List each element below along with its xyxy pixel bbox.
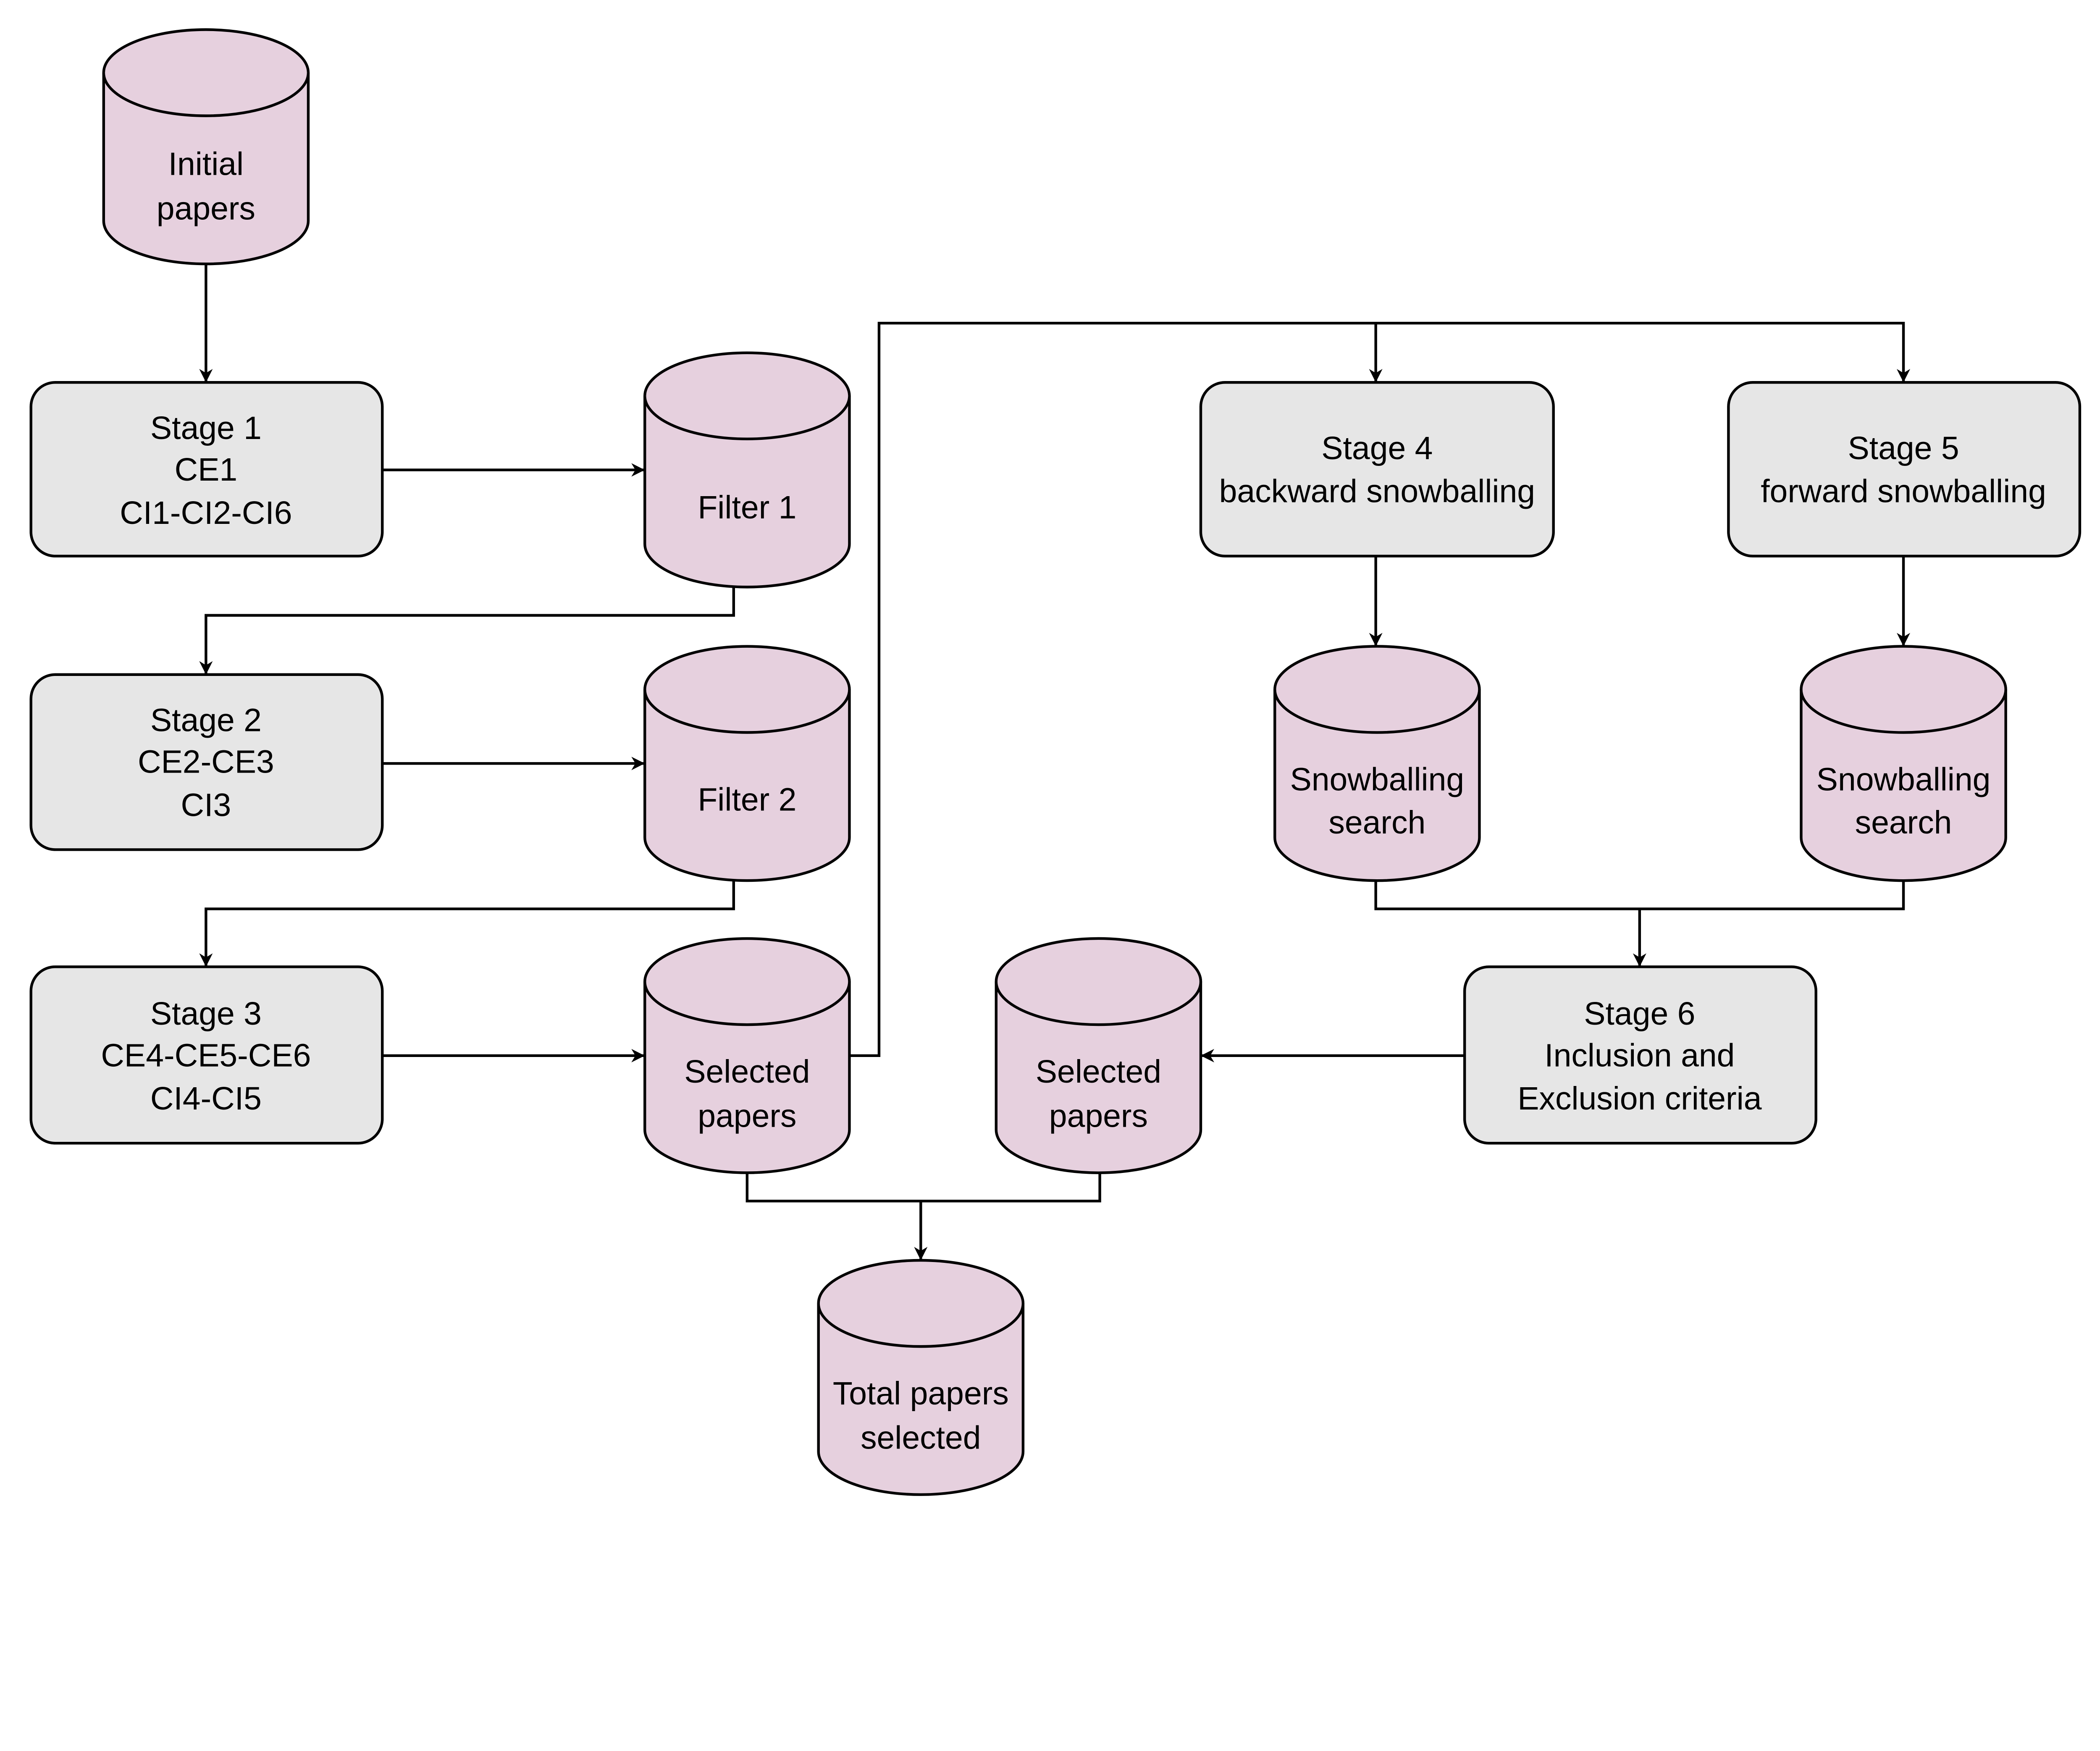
node-label: papers [1049,1098,1148,1134]
node-label: Initial [168,146,244,182]
edge-selected-join [746,1173,1101,1203]
stage-2-box: Stage 2 CE2-CE3 CI3 [29,673,384,851]
edge-filter2-stage3 [199,881,735,967]
node-label: selected [861,1420,981,1456]
node-label: papers [157,190,255,226]
flowchart: Initial papers Filter 1 Filter 2 Selecte… [29,28,2082,1496]
node-label: CE4-CE5-CE6 [101,1037,311,1073]
node-label: CE1 [175,452,238,488]
edges [199,264,1911,1260]
node-label: Total papers [833,1375,1009,1412]
node-label: Filter 1 [698,489,796,526]
node-label: Stage 3 [150,996,262,1032]
node-label: CE2-CE3 [138,744,274,780]
node-label: CI4-CI5 [150,1081,262,1117]
node-label: CI3 [181,787,231,823]
node-label: Filter 2 [698,781,796,818]
cylinder-filter-1: Filter 1 [643,351,851,589]
node-label: Exclusion criteria [1517,1081,1761,1117]
stage-3-box: Stage 3 CE4-CE5-CE6 CI4-CI5 [29,965,384,1145]
node-label: Stage 5 [1848,430,1959,466]
node-label: Stage 6 [1584,996,1695,1032]
node-label: Selected [1036,1054,1161,1090]
cylinder-total-papers: Total papers selected [817,1259,1025,1496]
node-label: Snowballing [1290,761,1464,797]
node-label: forward snowballing [1761,473,2046,510]
node-label: backward snowballing [1219,473,1535,510]
node-label: Stage 4 [1321,430,1433,466]
stage-1-box: Stage 1 CE1 CI1-CI2-CI6 [29,381,384,557]
node-label: Selected [684,1054,810,1090]
cylinder-filter-2: Filter 2 [643,645,851,882]
node-label: CI1-CI2-CI6 [120,495,292,531]
node-label: search [1328,805,1425,841]
cylinder-selected-papers-2: Selected papers [995,937,1202,1174]
stage-5-box: Stage 5 forward snowballing [1727,381,2082,557]
node-label: Stage 2 [150,702,262,738]
node-label: Stage 1 [150,410,262,446]
edge-snow-join [1374,881,1905,910]
node-label: Snowballing [1816,761,1991,797]
cylinder-selected-papers-1: Selected papers [643,937,851,1174]
cylinder-initial-papers: Initial papers [102,28,310,266]
stage-4-box: Stage 4 backward snowballing [1199,381,1555,557]
node-label: papers [698,1098,796,1134]
cylinder-snowballing-search-1: Snowballing search [1273,645,1481,882]
edge-filter1-stage2 [199,587,735,675]
node-label: Inclusion and [1544,1037,1735,1073]
cylinder-snowballing-search-2: Snowballing search [1800,645,2007,882]
node-label: search [1855,805,1952,841]
edge-selected-stage5 [849,322,1911,1057]
stage-6-box: Stage 6 Inclusion and Exclusion criteria [1463,965,1817,1145]
